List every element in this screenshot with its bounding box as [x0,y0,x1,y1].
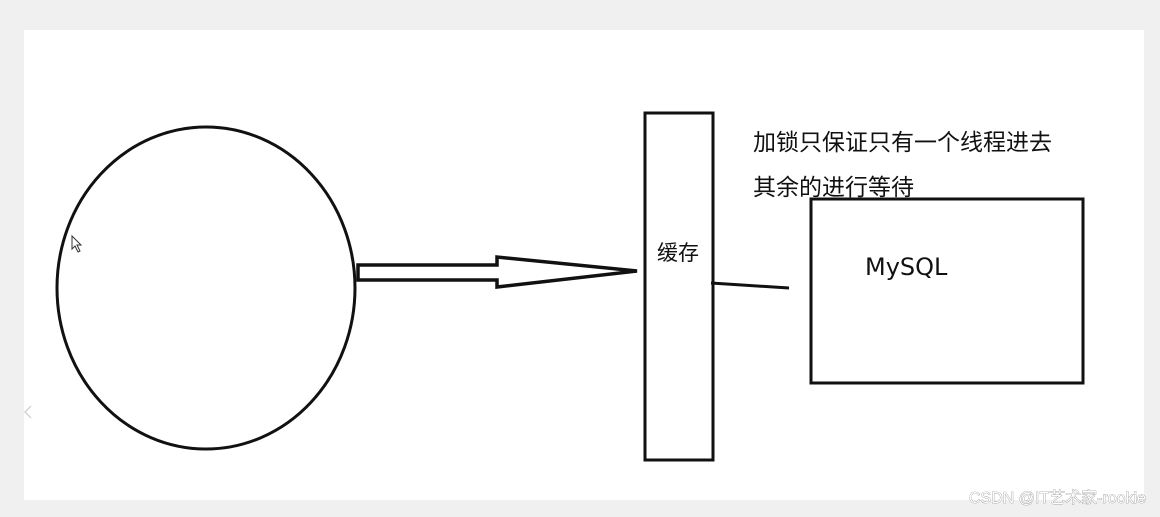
csdn-watermark: CSDN @IT艺术家-rookie [969,489,1146,507]
lock-note-line-1: 加锁只保证只有一个线程进去 [753,130,1052,156]
chevron-left-icon [23,405,32,419]
cache-label: 缓存 [657,241,699,265]
request-arrow [356,255,638,289]
lock-note-line-2: 其余的进行等待 [753,175,914,201]
mysql-box [809,197,1085,385]
cache-box [643,111,715,462]
mysql-label: MySQL [865,253,948,281]
request-source-circle [55,125,357,451]
mouse-cursor-icon [71,234,83,253]
cache-to-mysql-line [710,281,790,290]
